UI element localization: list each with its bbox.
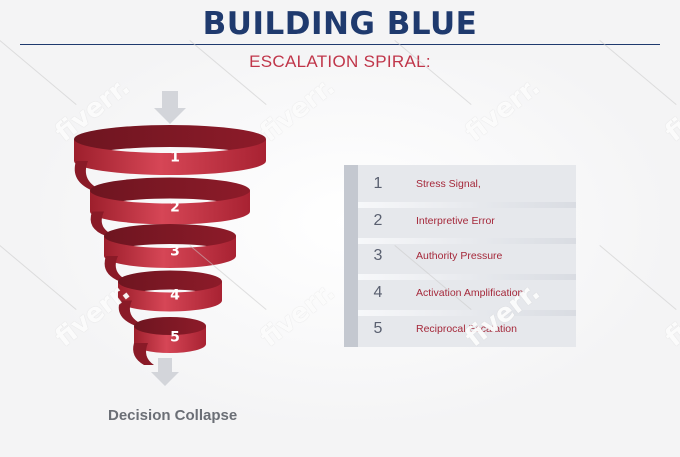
spiral-band-front [90, 190, 250, 225]
spiral-connector [118, 300, 146, 326]
spiral-number: 4 [170, 288, 180, 304]
fiverr-watermark: fiverr. [659, 71, 680, 149]
page-title: BUILDING BLUE [202, 6, 478, 42]
row-divider [358, 274, 576, 280]
row-divider [358, 202, 576, 208]
panel-left-bar [344, 165, 358, 347]
spiral-band-back [74, 125, 266, 161]
spiral-band-front [134, 326, 206, 353]
stage-label: Activation Amplification [416, 287, 524, 299]
stage-number: 1 [373, 175, 383, 192]
spiral-number: 1 [170, 150, 180, 166]
spiral-connector [74, 161, 102, 191]
spiral-band-front [104, 236, 236, 268]
fiverr-watermark: fiverr. [659, 276, 680, 354]
stage-row-3: 3 Authority Pressure [358, 238, 576, 274]
spiral-connector [104, 256, 130, 282]
arrow-down-icon [154, 91, 186, 124]
stage-number: 2 [373, 212, 383, 229]
stage-row-1: 1 Stress Signal, [358, 166, 576, 202]
spiral-number: 3 [170, 244, 180, 260]
stage-label: Interpretive Error [416, 215, 495, 227]
panel-background [358, 165, 576, 347]
stage-label: Reciprocal Escalation [416, 323, 517, 335]
stage-row-5: 5 Reciprocal Escalation [358, 311, 576, 347]
stage-number: 3 [373, 247, 383, 264]
escalation-spiral-graphic: 1 2 3 4 5 [74, 91, 266, 386]
spiral-band-back [118, 270, 222, 301]
spiral-band-back [90, 177, 250, 212]
spiral-number: 5 [170, 330, 180, 346]
page-subtitle: ESCALATION SPIRAL: [249, 52, 431, 71]
spiral-tail [133, 343, 154, 365]
spiral-band-front [118, 281, 222, 312]
stage-label: Authority Pressure [416, 250, 503, 262]
spiral-band-back [134, 317, 206, 344]
title-divider [20, 44, 660, 45]
arrow-down-icon [151, 358, 179, 386]
stage-label: Stress Signal, [416, 178, 481, 190]
stages-panel: 1 Stress Signal, 2 Interpretive Error 3 … [344, 165, 576, 347]
row-divider [358, 310, 576, 316]
spiral-connector [90, 211, 116, 236]
row-divider [358, 238, 576, 244]
stage-row-2: 2 Interpretive Error [358, 203, 576, 239]
spiral-number: 2 [170, 200, 180, 216]
stage-row-4: 4 Activation Amplification [358, 275, 576, 311]
stage-number: 5 [373, 320, 383, 337]
spiral-band-front [74, 139, 266, 175]
stage-number: 4 [373, 284, 383, 301]
spiral-band-back [104, 224, 236, 256]
outcome-label: Decision Collapse [108, 407, 238, 424]
